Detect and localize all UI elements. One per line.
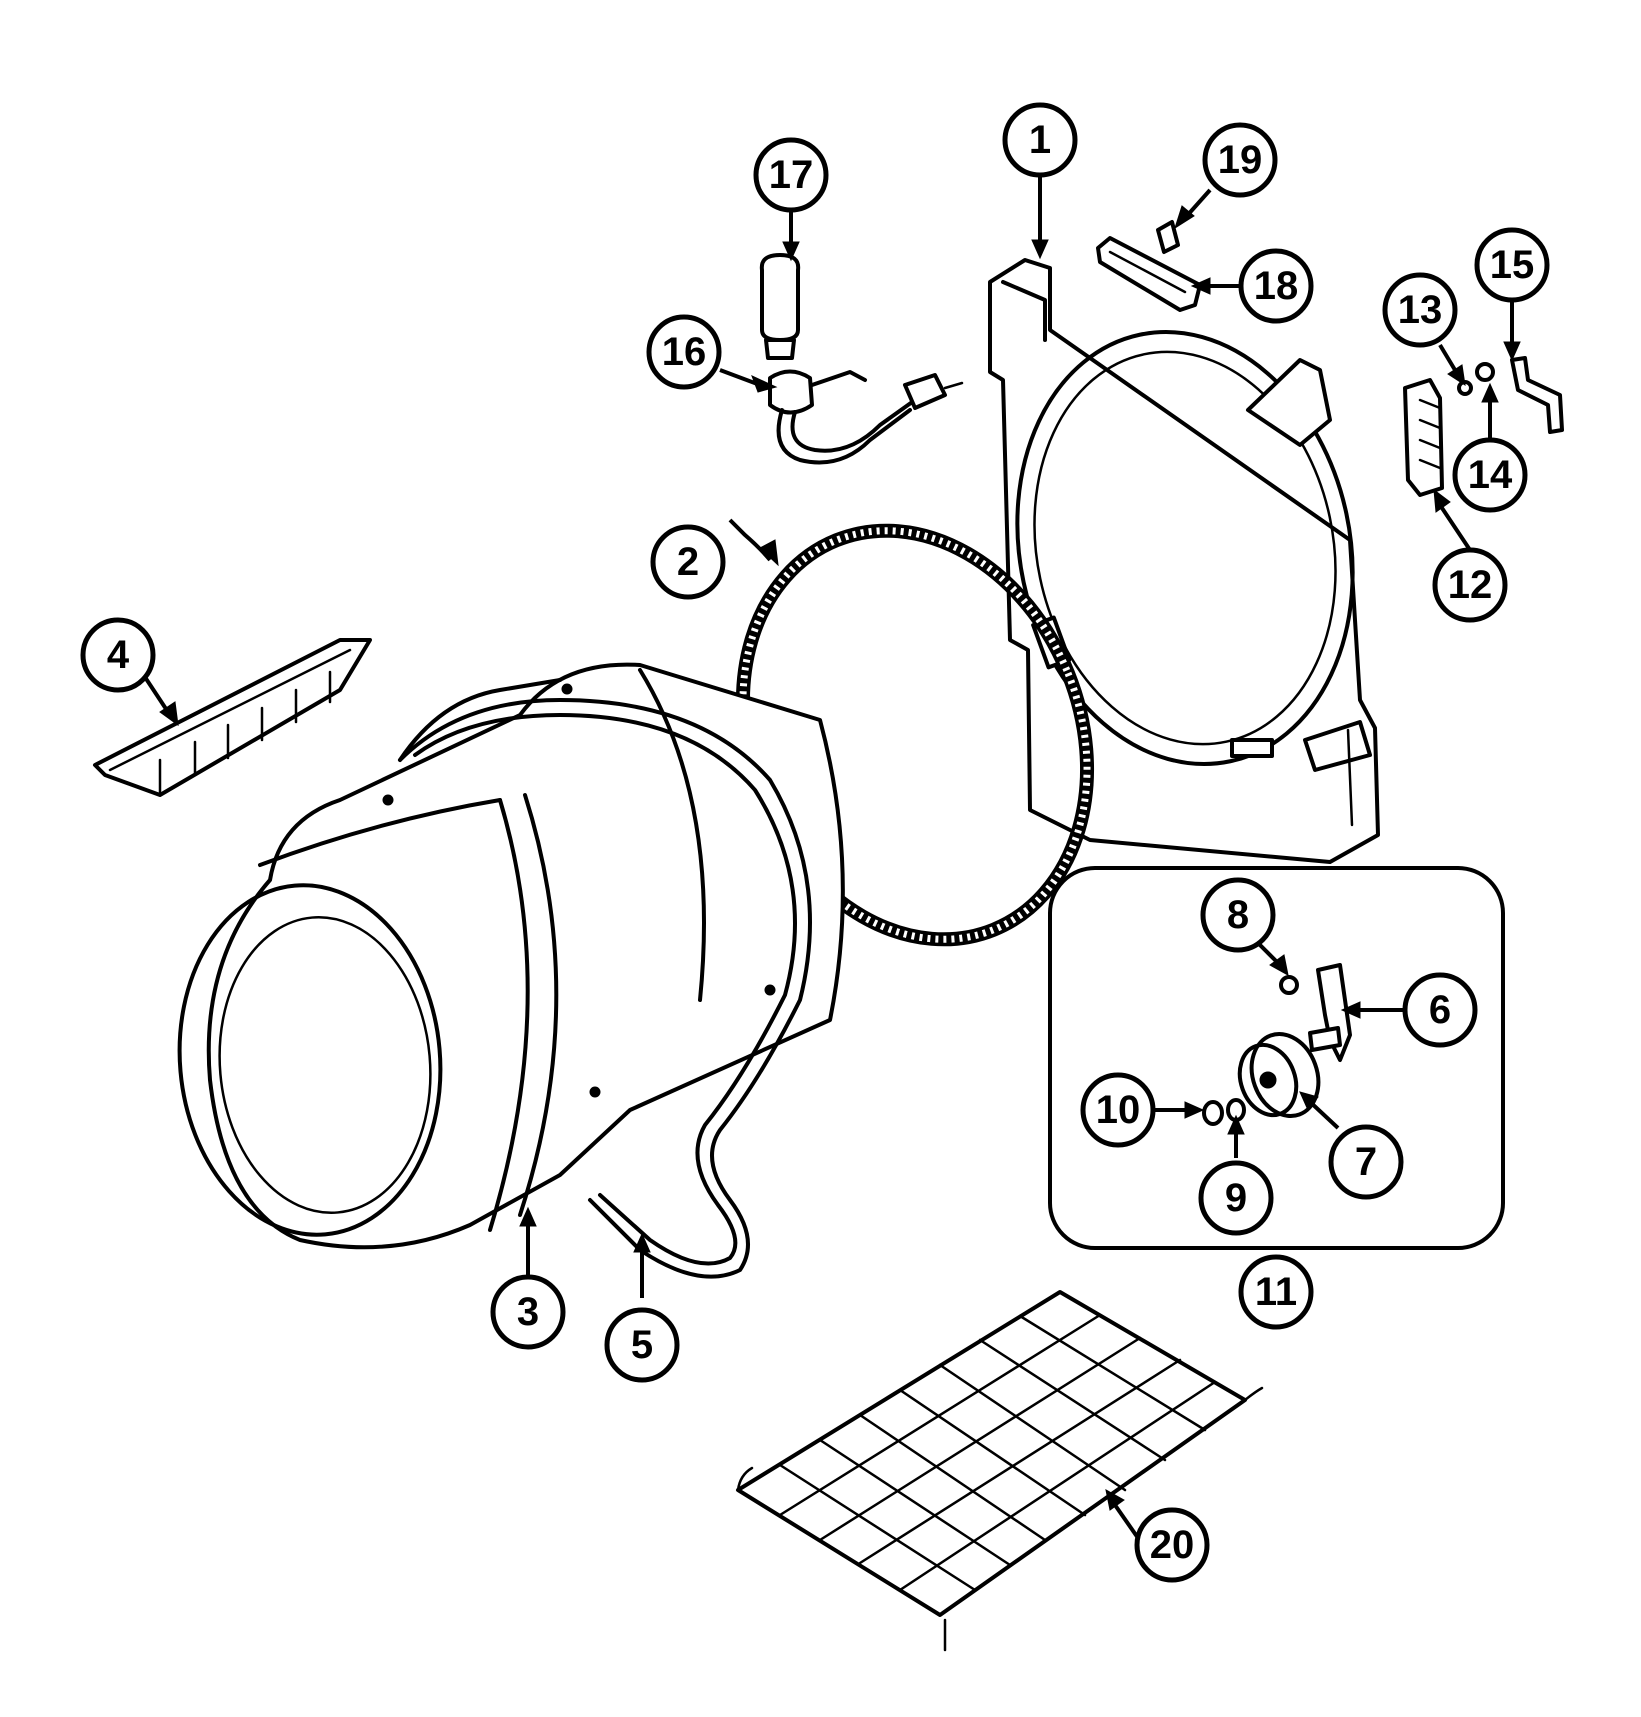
callout-5: 5	[604, 1307, 680, 1383]
callout-circle	[650, 524, 726, 600]
callout-label: 7	[1355, 1140, 1377, 1184]
terminal-block-assembly	[1403, 356, 1564, 497]
drum-baffle	[93, 638, 372, 797]
callout-14: 14	[1452, 437, 1528, 513]
lint-screen	[736, 1290, 1264, 1652]
callout-20: 20	[1134, 1507, 1210, 1583]
callout-3: 3	[490, 1274, 566, 1350]
callout-circle	[604, 1307, 680, 1383]
callout-circle	[1474, 227, 1550, 303]
idler-pulley-assembly	[1048, 866, 1505, 1250]
callout-label: 12	[1448, 563, 1493, 607]
callout-circle	[490, 1274, 566, 1350]
callout-label: 17	[769, 153, 814, 197]
callout-label: 9	[1225, 1176, 1247, 1220]
callout-label: 8	[1227, 893, 1249, 937]
callout-circle	[753, 137, 829, 213]
callout-label: 13	[1398, 288, 1443, 332]
callout-label: 20	[1150, 1523, 1195, 1567]
callout-circle	[1002, 102, 1078, 178]
callout-19: 19	[1202, 122, 1278, 198]
callout-label: 19	[1218, 138, 1263, 182]
callout-circle	[1402, 972, 1478, 1048]
callout-circle	[1238, 248, 1314, 324]
lamp-assembly	[759, 253, 964, 465]
drum	[177, 662, 845, 1250]
callout-label: 11	[1255, 1270, 1297, 1314]
callout-circle	[1452, 437, 1528, 513]
callout-label: 1	[1029, 118, 1051, 162]
bracket-and-clip	[1096, 220, 1202, 312]
callout-circle	[1202, 122, 1278, 198]
callout-18: 18	[1238, 248, 1314, 324]
callout-circle	[80, 617, 156, 693]
callout-circle	[1198, 1160, 1274, 1236]
callout-15: 15	[1474, 227, 1550, 303]
callout-16: 16	[646, 314, 722, 390]
callout-label: 5	[631, 1323, 653, 1367]
front-bulkhead-panel	[988, 258, 1380, 864]
callout-11: 11	[1238, 1254, 1314, 1330]
callout-label: 3	[517, 1290, 539, 1334]
callout-10: 10	[1080, 1072, 1156, 1148]
callout-4: 4	[80, 617, 156, 693]
callout-circle	[1200, 877, 1276, 953]
callout-circle	[1328, 1124, 1404, 1200]
callout-17: 17	[753, 137, 829, 213]
callout-circle	[1238, 1254, 1314, 1330]
callout-label: 2	[677, 540, 699, 584]
callout-label: 15	[1490, 243, 1535, 287]
callout-1: 1	[1002, 102, 1078, 178]
callout-label: 6	[1429, 988, 1451, 1032]
callout-label: 4	[107, 633, 130, 677]
callout-7: 7	[1328, 1124, 1404, 1200]
callout-circle	[1080, 1072, 1156, 1148]
callout-2: 2	[650, 524, 726, 600]
callout-circle	[1382, 272, 1458, 348]
callout-circle	[646, 314, 722, 390]
callout-label: 14	[1468, 453, 1513, 497]
callout-label: 16	[662, 330, 707, 374]
callout-12: 12	[1432, 547, 1508, 623]
drive-belt	[398, 698, 812, 1279]
callout-label: 18	[1254, 264, 1299, 308]
callout-circle	[1134, 1507, 1210, 1583]
callout-label: 10	[1096, 1088, 1141, 1132]
callout-circle	[1432, 547, 1508, 623]
callout-8: 8	[1200, 877, 1276, 953]
callout-6: 6	[1402, 972, 1478, 1048]
callout-13: 13	[1382, 272, 1458, 348]
callout-9: 9	[1198, 1160, 1274, 1236]
